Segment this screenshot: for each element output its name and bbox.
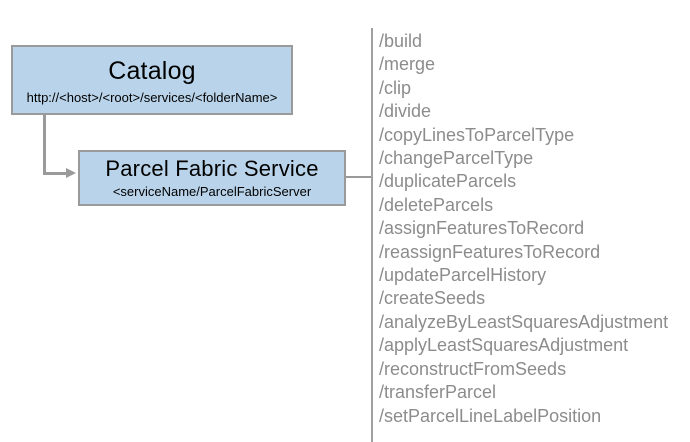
operation-item[interactable]: /divide	[379, 101, 432, 122]
operation-item[interactable]: /clip	[379, 77, 412, 98]
operations-divider	[371, 28, 373, 442]
operation-item[interactable]: /build	[379, 31, 423, 51]
operation-item[interactable]: /duplicateParcels	[379, 171, 517, 192]
operation-item[interactable]: /assignFeaturesToRecord	[379, 218, 585, 239]
operation-item[interactable]: /createSeeds	[379, 288, 486, 309]
connector-vertical-catalog-to-service	[43, 114, 46, 175]
operation-item[interactable]: /reassignFeaturesToRecord	[379, 241, 601, 262]
catalog-node[interactable]: Catalog http://<host>/<root>/services/<f…	[11, 45, 293, 115]
operation-item[interactable]: /transferParcel	[379, 382, 497, 403]
operation-item[interactable]: /changeParcelType	[379, 148, 534, 169]
operation-item[interactable]: /merge	[379, 54, 436, 75]
operation-item[interactable]: /deleteParcels	[379, 194, 494, 215]
operations-list: /build/merge/clip/divide/copyLinesToParc…	[379, 30, 679, 428]
parcel-fabric-service-node[interactable]: Parcel Fabric Service <serviceName/Parce…	[78, 150, 346, 206]
service-node-title: Parcel Fabric Service	[105, 155, 319, 181]
catalog-node-url: http://<host>/<root>/services/<folderNam…	[26, 89, 278, 105]
operation-item[interactable]: /analyzeByLeastSquaresAdjustment	[379, 311, 669, 332]
connector-arrowhead-icon	[66, 168, 76, 178]
connector-service-to-operations	[346, 176, 372, 178]
operation-item[interactable]: /copyLinesToParcelType	[379, 124, 575, 145]
service-node-path: <serviceName/ParcelFabricServer	[112, 183, 312, 199]
operation-item[interactable]: /setParcelLineLabelPosition	[379, 405, 602, 426]
catalog-node-title: Catalog	[108, 56, 196, 85]
operation-item[interactable]: /updateParcelHistory	[379, 265, 547, 286]
connector-horizontal-catalog-to-service	[43, 172, 69, 175]
operation-item[interactable]: /applyLeastSquaresAdjustment	[379, 335, 629, 356]
operation-item[interactable]: /reconstructFromSeeds	[379, 358, 567, 379]
